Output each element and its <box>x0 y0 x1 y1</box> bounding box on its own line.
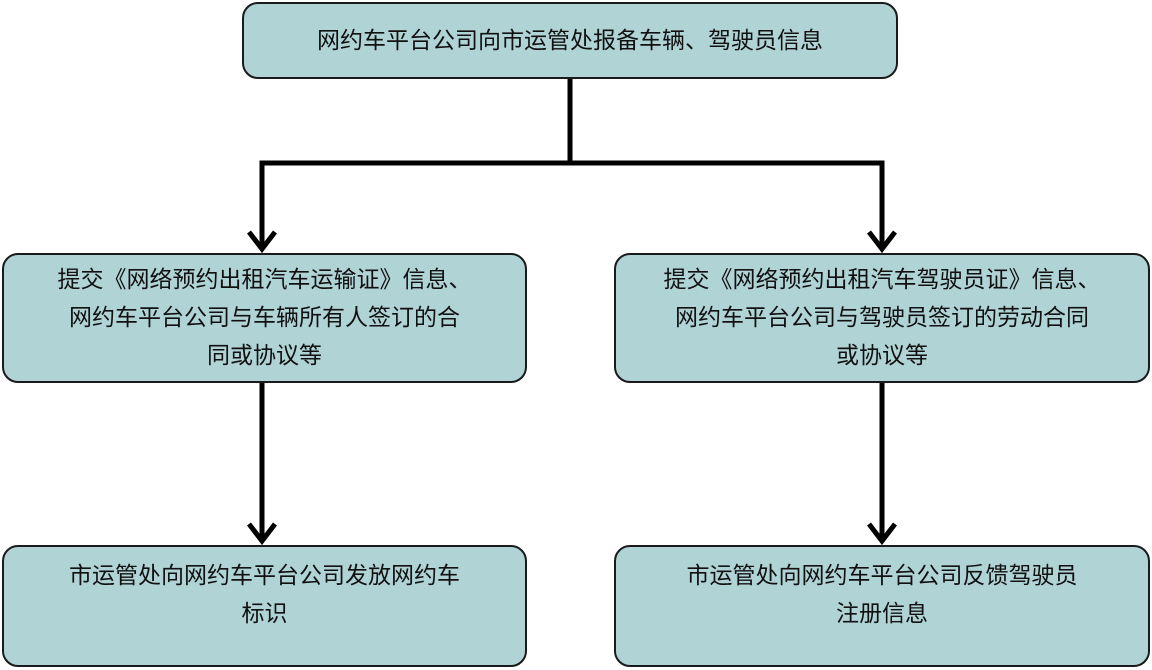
arrowhead-right-step2 <box>867 522 897 546</box>
node-label: 提交《网络预约出租汽车运输证》信息、 网约车平台公司与车辆所有人签订的合 同或协… <box>57 267 472 369</box>
node-label: 网约车平台公司向市运管处报备车辆、驾驶员信息 <box>317 27 823 54</box>
node-label: 提交《网络预约出租汽车驾驶员证》信息、 网约车平台公司与驾驶员签订的劳动合同 或… <box>663 267 1101 369</box>
arrowhead-left-step2 <box>247 522 277 546</box>
node-label: 市运管处向网约车平台公司发放网约车 标识 <box>69 563 460 627</box>
arrowhead-right-step1 <box>867 230 897 254</box>
arrowhead-left-step1 <box>247 230 277 254</box>
node-issue-vehicle-mark: 市运管处向网约车平台公司发放网约车 标识 <box>2 545 527 667</box>
node-report-vehicle-driver-info: 网约车平台公司向市运管处报备车辆、驾驶员信息 <box>242 2 898 79</box>
node-submit-driver-license: 提交《网络预约出租汽车驾驶员证》信息、 网约车平台公司与驾驶员签订的劳动合同 或… <box>614 253 1150 383</box>
node-feedback-driver-registration: 市运管处向网约车平台公司反馈驾驶员 注册信息 <box>614 545 1150 667</box>
node-label: 市运管处向网约车平台公司反馈驾驶员 注册信息 <box>686 563 1078 627</box>
node-submit-transport-license: 提交《网络预约出租汽车运输证》信息、 网约车平台公司与车辆所有人签订的合 同或协… <box>2 253 527 383</box>
